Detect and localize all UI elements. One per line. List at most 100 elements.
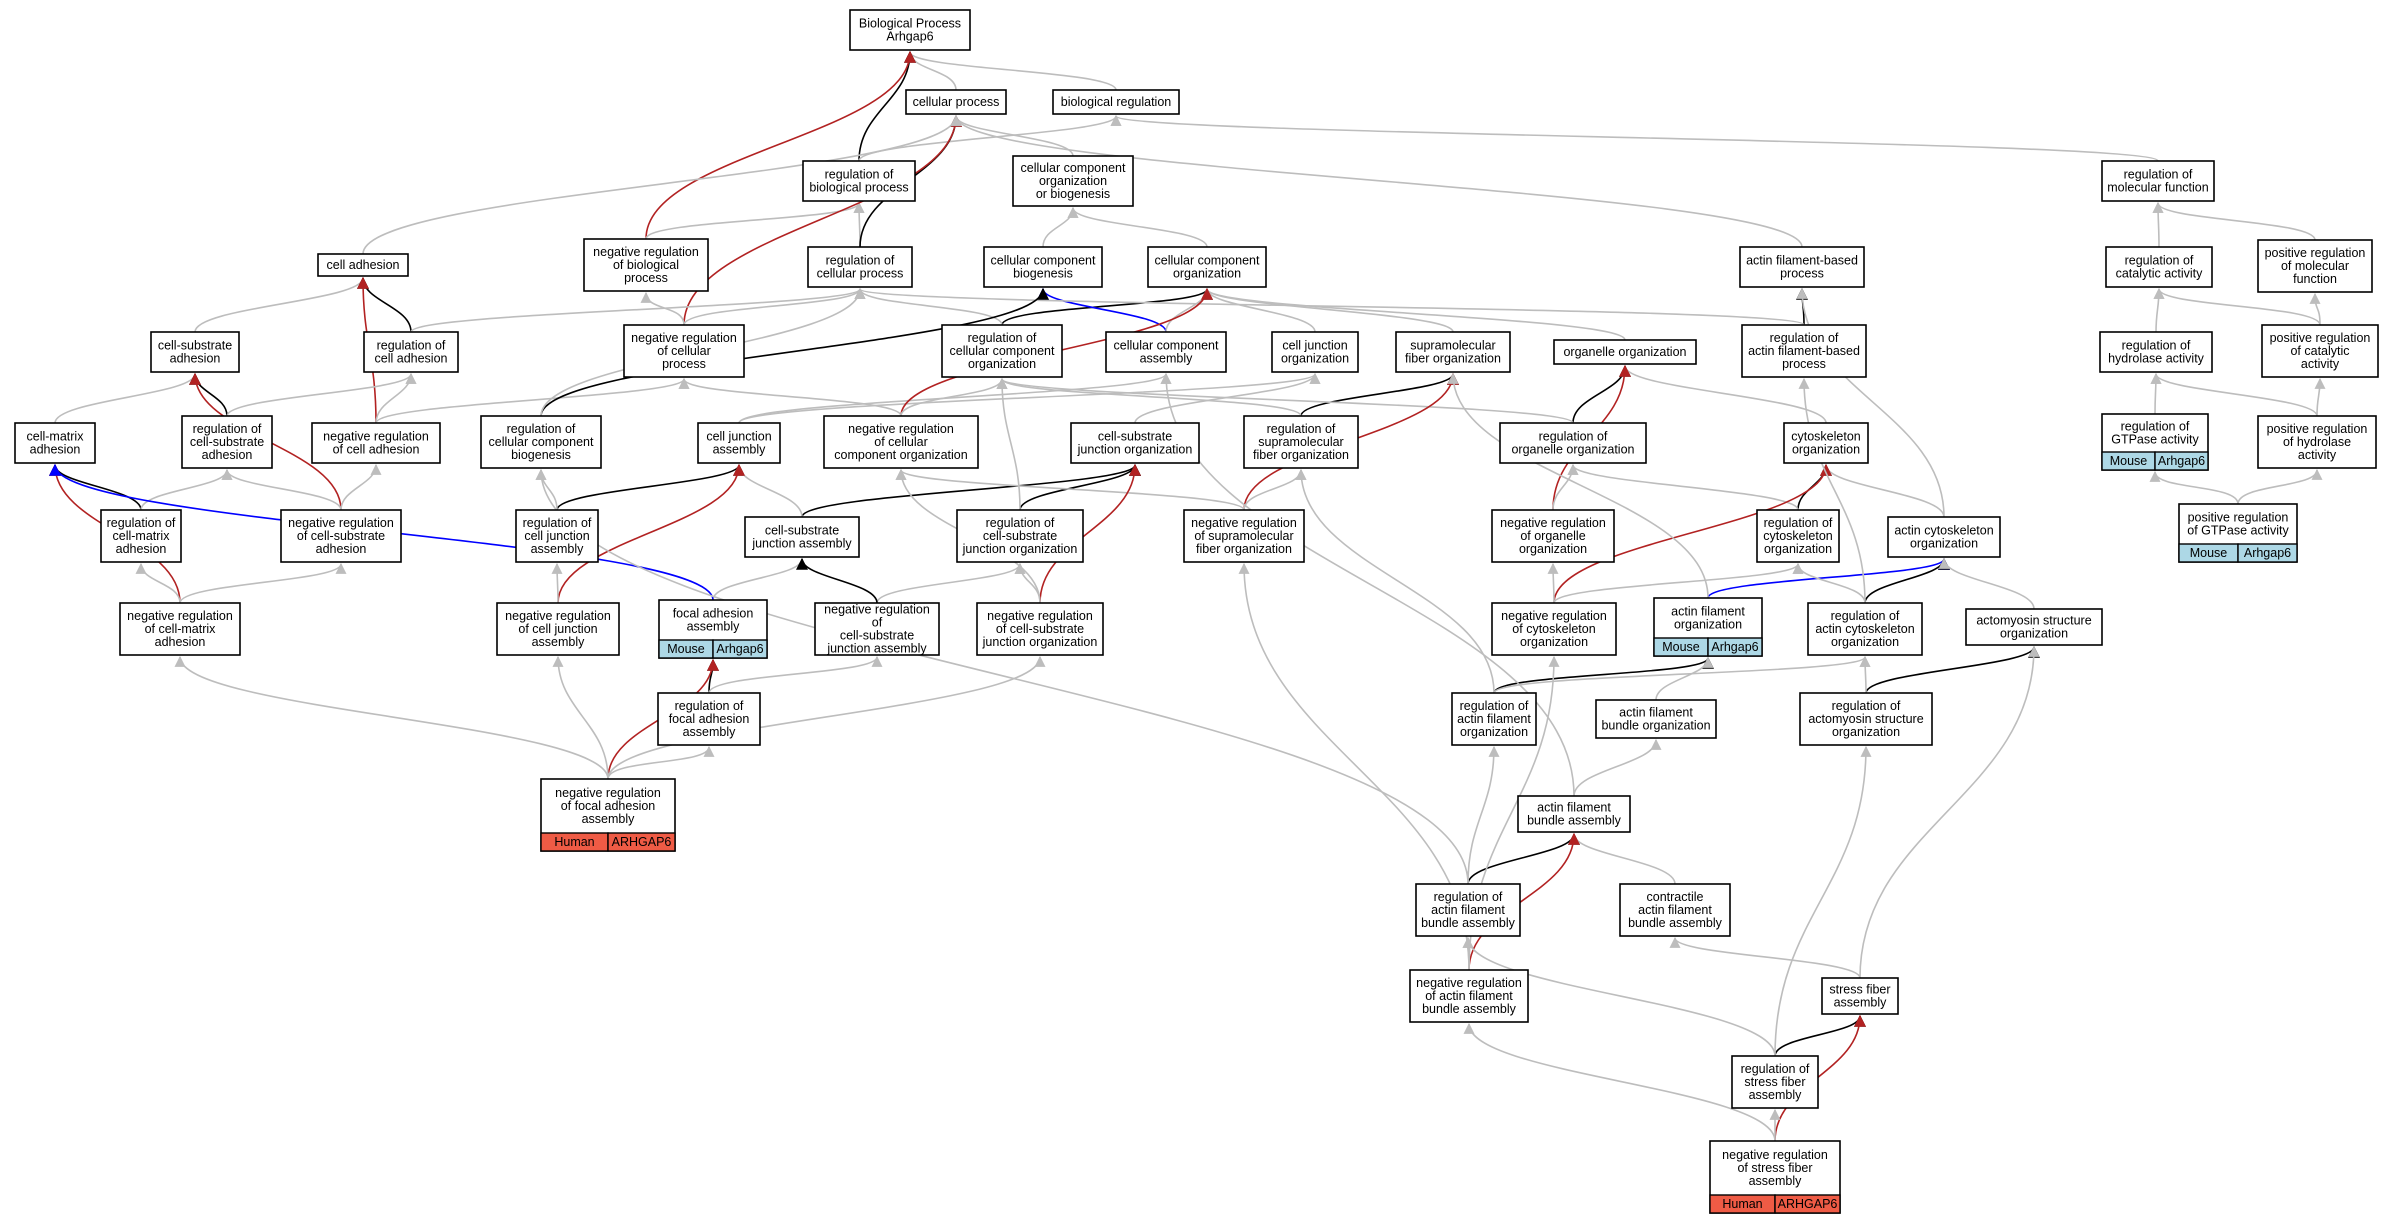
node-box — [1887, 516, 2001, 558]
node-cell-adhesion[interactable]: cell adhesion — [317, 253, 409, 277]
node-label-line: of cell junction — [518, 622, 597, 636]
node-label-line: organization — [1910, 537, 1978, 551]
edge-is-a-reg-actin-filament-based-process-to-reg-cellular-process — [855, 287, 1805, 326]
edge-is-a-actin-filament-bundle-organization-to-actin-filament-organization — [1655, 656, 1714, 701]
edge-is-a-cc-organization-to-cc-org-or-biogenesis — [1067, 206, 1208, 248]
node-biological-regulation[interactable]: biological regulation — [1052, 89, 1180, 115]
edge-is-a-reg-actomyosin-structure-organization-to-reg-actin-cytoskeleton-organization — [1859, 655, 1871, 694]
edge-is-a-cell-junction-assembly-to-cc-assembly — [738, 372, 1172, 424]
edge-part-of-reg-cell-substrate-adhesion-to-cell-substrate-adhesion — [189, 372, 228, 417]
node-label-line: regulation of — [2124, 168, 2193, 182]
edge-is-a-pos-reg-gtpase-activity-to-reg-gtpase-activity — [2149, 470, 2239, 505]
node-box — [311, 422, 441, 464]
edge-is-a-biological-regulation-to-root — [904, 50, 1117, 91]
node-box — [1553, 339, 1697, 365]
node-box — [100, 509, 182, 563]
node-box — [2261, 324, 2379, 378]
edge-is-a-neg-reg-cell-matrix-adhesion-to-reg-cell-matrix-adhesion — [135, 562, 181, 604]
node-label-line: cell junction — [1282, 339, 1347, 353]
node-label-line: organization — [1281, 352, 1349, 366]
node-neg-reg-cell-substrate-junction-assembly[interactable]: negative regulationofcell-substratejunct… — [814, 602, 940, 656]
node-box — [814, 602, 940, 656]
node-box — [823, 415, 979, 469]
node-organelle-organization[interactable]: organelle organization — [1553, 339, 1697, 365]
node-label-line: function — [2293, 272, 2337, 286]
node-label-line: of catalytic — [2290, 344, 2349, 358]
edge-is-a-reg-cell-substrate-adhesion-to-reg-cell-adhesion — [226, 372, 417, 417]
edge-is-a-neg-reg-bio-process-to-reg-bio-process — [645, 201, 865, 240]
node-label-line: negative regulation — [848, 422, 954, 436]
node-label-line: stress fiber — [1829, 983, 1890, 997]
gene-label: Arhgap6 — [2158, 454, 2205, 468]
edge-negatively-regulates-neg-reg-cell-junction-assembly-to-cell-junction-assembly — [557, 463, 745, 604]
node-box — [1451, 692, 1537, 746]
node-cellular-process[interactable]: cellular process — [905, 89, 1007, 115]
node-label-line: organization — [1519, 542, 1587, 556]
node-box — [119, 602, 241, 656]
